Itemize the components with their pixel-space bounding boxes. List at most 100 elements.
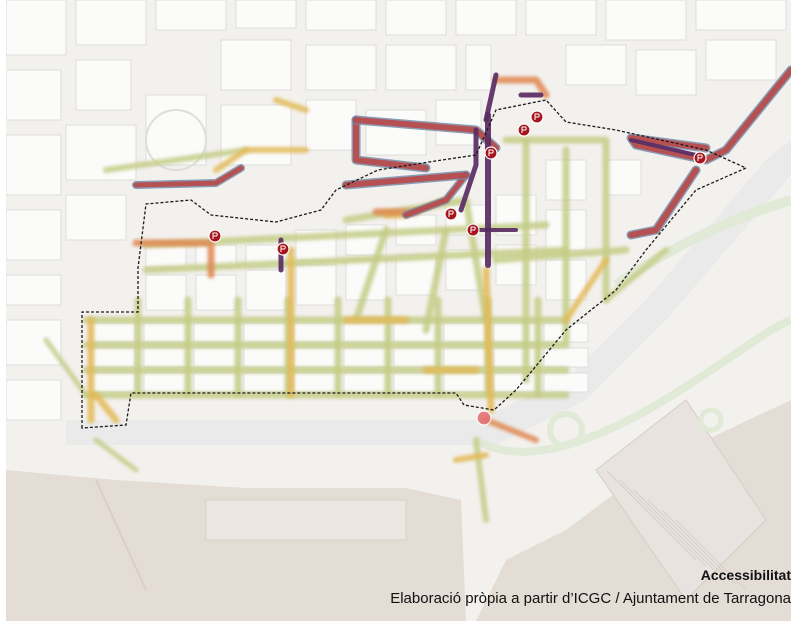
street-segment-good — [473, 437, 489, 523]
parking-glyph — [280, 245, 286, 252]
street-segment-good — [93, 437, 139, 473]
street-segment-worst — [629, 138, 698, 157]
street-segment-medium — [482, 266, 495, 414]
area-block — [293, 372, 339, 393]
background-block — [145, 94, 207, 166]
area-block — [193, 322, 239, 343]
background-block — [220, 39, 292, 91]
background-block — [235, 0, 297, 29]
area-block — [145, 244, 187, 268]
background-block — [6, 134, 62, 196]
dock-line — [605, 469, 697, 561]
street-segment-good — [502, 136, 610, 304]
dock-line — [647, 499, 727, 579]
dock-line — [633, 489, 717, 573]
area-block — [343, 347, 389, 368]
background-block — [6, 69, 62, 121]
background-block — [365, 109, 427, 156]
area-block — [143, 372, 189, 393]
street-segment-good — [422, 226, 450, 334]
street-segment-good — [492, 246, 630, 264]
background-block — [305, 99, 357, 151]
background-block — [155, 0, 227, 31]
parking-glyph — [448, 210, 454, 217]
area-block — [543, 347, 589, 368]
area-block — [193, 372, 239, 393]
street-segment-low — [492, 76, 550, 99]
parking-glyph — [212, 232, 218, 239]
study-area-boundary — [81, 99, 748, 429]
map-title: Accessibilitat — [700, 567, 791, 583]
area-block — [393, 322, 439, 343]
background-block — [565, 44, 627, 86]
street-segment-good — [103, 147, 249, 173]
street-segment-low — [132, 239, 215, 279]
parking-glyph — [521, 126, 527, 133]
area-block — [443, 372, 489, 393]
area-block — [393, 347, 439, 368]
street-segment-poor — [353, 117, 429, 171]
roundabout — [547, 411, 585, 449]
area-block — [293, 347, 339, 368]
dock-jetty — [95, 479, 147, 591]
dock-warehouse — [205, 499, 407, 541]
area-block — [343, 322, 389, 343]
area-block — [143, 347, 189, 368]
area-block — [245, 269, 287, 311]
area-block — [90, 372, 136, 393]
area-block — [243, 347, 289, 368]
area-block — [393, 372, 439, 393]
roundabout-2 — [698, 407, 724, 433]
background-block — [75, 59, 132, 111]
area-block — [143, 322, 189, 343]
street-segment-worst — [458, 127, 479, 213]
background-block — [6, 209, 62, 261]
area-block — [195, 274, 237, 311]
accessibility-map: Accessibilitat Elaboració pròpia a parti… — [6, 0, 791, 621]
background-block — [305, 0, 377, 31]
background-block — [220, 104, 292, 166]
street-segment-worst — [483, 72, 499, 123]
dock-line — [619, 479, 707, 567]
area-block — [293, 322, 339, 343]
dock-line — [675, 519, 747, 591]
background-block — [525, 0, 597, 36]
parking-glyph — [697, 154, 703, 161]
street-segment-good — [352, 226, 390, 324]
street-segment-good — [43, 337, 89, 398]
area-block — [243, 372, 289, 393]
background-block — [6, 379, 62, 421]
area-block — [295, 264, 337, 306]
background-block — [75, 0, 147, 46]
street-segment-low — [483, 417, 539, 443]
background-block — [465, 44, 492, 91]
street-segment-poor — [628, 67, 791, 163]
background-block — [6, 0, 67, 56]
background-block — [385, 0, 447, 36]
background-block — [6, 274, 62, 306]
background-block — [455, 0, 517, 36]
street-segment-good — [142, 246, 570, 274]
area-block — [443, 322, 489, 343]
street-segment-poor — [628, 167, 699, 238]
area-block — [90, 322, 136, 343]
city-blocks-background — [6, 0, 787, 421]
area-block — [543, 372, 589, 393]
street-segment-poor — [133, 165, 244, 188]
railway — [66, 140, 791, 445]
dock-line — [661, 509, 737, 585]
area-block — [193, 347, 239, 368]
area-block — [443, 347, 489, 368]
area-block — [145, 274, 187, 311]
area-block — [493, 372, 539, 393]
background-block — [605, 0, 687, 41]
area-block — [605, 159, 642, 196]
port-docks — [95, 399, 767, 601]
dock-pier — [595, 399, 767, 601]
background-block — [385, 44, 457, 91]
background-block — [6, 319, 62, 366]
street-segment-medium — [273, 97, 309, 113]
background-plaza — [145, 109, 207, 171]
parking-glyph — [534, 113, 540, 120]
map-canvas — [6, 0, 791, 621]
